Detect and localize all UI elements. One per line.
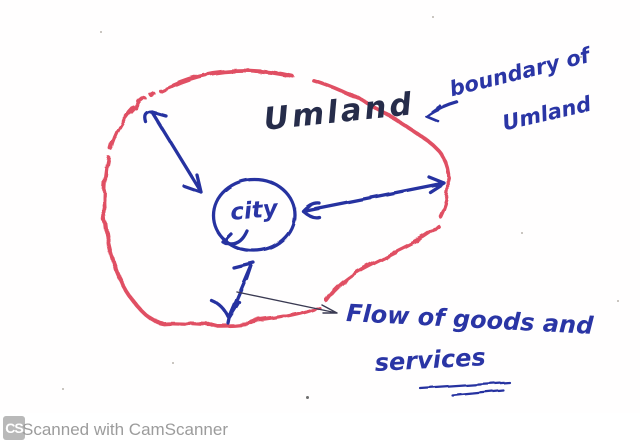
boundary-segment-southeast bbox=[324, 224, 440, 302]
boundary-segment-bottom-left bbox=[102, 155, 321, 327]
boundary-segment-topleft-dashes bbox=[134, 84, 174, 110]
city-node-label: city bbox=[229, 195, 279, 226]
camscanner-watermark-text: Scanned with CamScanner bbox=[22, 420, 229, 439]
city-circle bbox=[211, 177, 297, 253]
scan-speckle bbox=[62, 388, 64, 390]
arrow-hook-inside-city bbox=[221, 229, 249, 246]
flow-label-pointer-arrow bbox=[236, 291, 338, 314]
scan-speckle bbox=[306, 396, 309, 399]
umland-boundary-outline bbox=[102, 69, 451, 327]
boundary-segment-right bbox=[311, 78, 451, 219]
flow-pointer bbox=[236, 291, 338, 314]
arrow-city-to-northwest bbox=[143, 110, 203, 194]
scan-speckle bbox=[580, 56, 582, 58]
scan-speckle bbox=[617, 300, 619, 302]
scan-speckle bbox=[521, 232, 523, 234]
arrow-city-to-east bbox=[301, 175, 446, 220]
boundary-segment-upper-left bbox=[109, 106, 136, 151]
arrow-city-to-south bbox=[210, 261, 256, 325]
boundary-segment-top bbox=[170, 69, 295, 88]
flow-annotation-line2: services bbox=[374, 343, 487, 377]
scan-speckle bbox=[432, 16, 434, 18]
boundary-label-pointer-arrow bbox=[424, 100, 459, 123]
camscanner-logo: CS bbox=[3, 416, 25, 440]
camscanner-watermark-bar: CS Scanned with CamScanner bbox=[0, 413, 640, 445]
scan-speckle bbox=[100, 31, 102, 33]
services-underline bbox=[418, 380, 511, 397]
scan-speckle bbox=[172, 362, 174, 364]
city-and-arrows bbox=[143, 100, 511, 397]
